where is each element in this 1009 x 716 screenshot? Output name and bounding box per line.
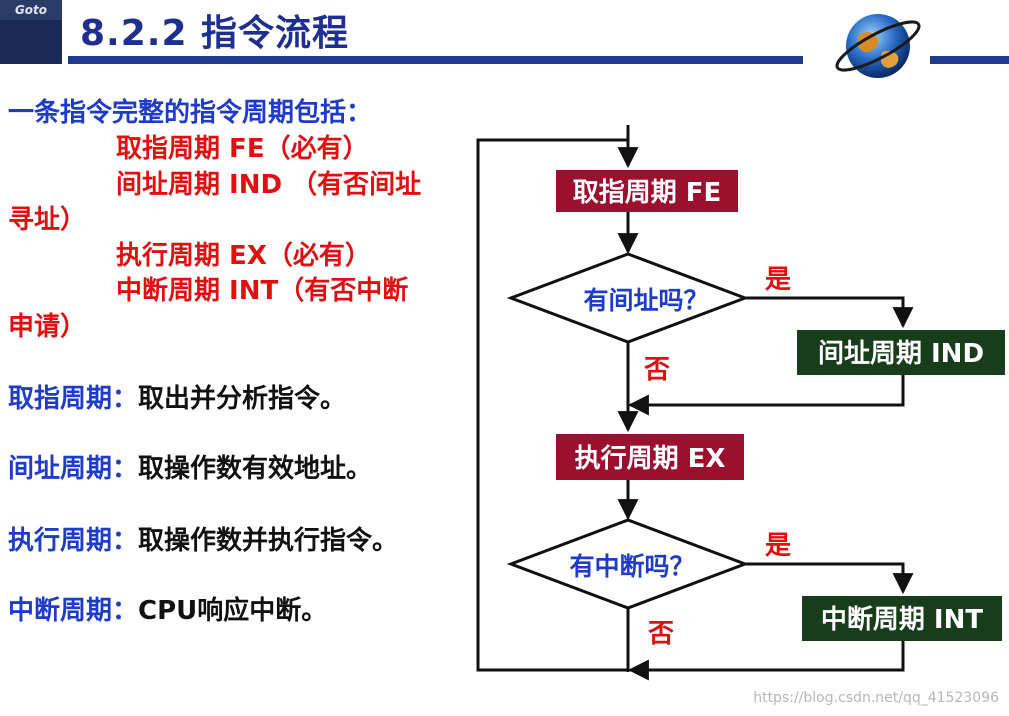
page-title: 8.2.2 指令流程: [80, 13, 350, 54]
indirect-return-line: [627, 375, 905, 416]
header-left-block: [0, 20, 62, 64]
definition-execute: 执行周期：取操作数并执行指令。: [8, 524, 398, 558]
definition-desc: 取出并分析指令。: [138, 384, 347, 414]
definition-interrupt: 中断周期：CPU响应中断。: [8, 594, 327, 628]
intro-text: 一条指令完整的指令周期包括：: [8, 98, 373, 128]
definition-term: 执行周期：: [8, 526, 139, 556]
definition-term: 取指周期：: [8, 384, 139, 414]
interrupt-yes-line: [745, 562, 914, 595]
logo-badge: Goto: [0, 0, 62, 20]
interrupt-yes-label: 是: [765, 531, 791, 561]
indirect-decision-diamond: [506, 252, 750, 344]
interrupt-return-line: [627, 641, 905, 681]
indirect-box: [797, 330, 1005, 375]
interrupt-decision-label: 有中断吗？: [569, 552, 694, 581]
cycle-item-interrupt-cont: 申请）: [8, 312, 87, 342]
indirect-box-label: 间址周期 IND: [818, 339, 984, 369]
definition-desc: CPU响应中断。: [138, 596, 328, 626]
interrupt-no-label: 否: [648, 619, 674, 649]
indirect-no-label: 否: [644, 355, 670, 385]
indirect-yes-label: 是: [765, 265, 791, 295]
cycle-item-fetch: 取指周期 FE（必有）: [116, 134, 369, 164]
cycle-item-indirect-cont: 寻址）: [8, 205, 87, 235]
loop-back-line: [476, 138, 628, 672]
interrupt-box-label: 中断周期 INT: [821, 604, 983, 635]
globe-icon: [835, 14, 921, 78]
interrupt-decision-diamond: [506, 518, 750, 610]
title-underline-right: [930, 56, 1009, 64]
definition-term: 间址周期：: [8, 454, 139, 484]
definition-indirect: 间址周期：取操作数有效地址。: [8, 452, 372, 486]
title-underline: [68, 56, 803, 64]
indirect-decision-label: 有间址吗？: [583, 286, 708, 315]
execute-box: [556, 434, 744, 480]
fetch-box-label: 取指周期 FE: [573, 178, 722, 208]
interrupt-box: [802, 596, 1002, 641]
definition-term: 中断周期：: [8, 596, 139, 626]
footer-watermark: https://blog.csdn.net/qq_41523096: [753, 690, 999, 706]
cycle-item-indirect: 间址周期 IND （有否间址: [116, 170, 422, 200]
definition-desc: 取操作数有效地址。: [138, 454, 373, 484]
execute-box-label: 执行周期 EX: [575, 443, 726, 474]
indirect-yes-line: [745, 296, 914, 329]
fetch-box: [556, 170, 738, 212]
definition-fetch: 取指周期：取出并分析指令。: [8, 382, 346, 416]
cycle-item-interrupt: 中断周期 INT（有否中断: [116, 276, 409, 306]
definition-desc: 取操作数并执行指令。: [138, 526, 399, 556]
cycle-item-execute: 执行周期 EX（必有）: [116, 241, 371, 271]
